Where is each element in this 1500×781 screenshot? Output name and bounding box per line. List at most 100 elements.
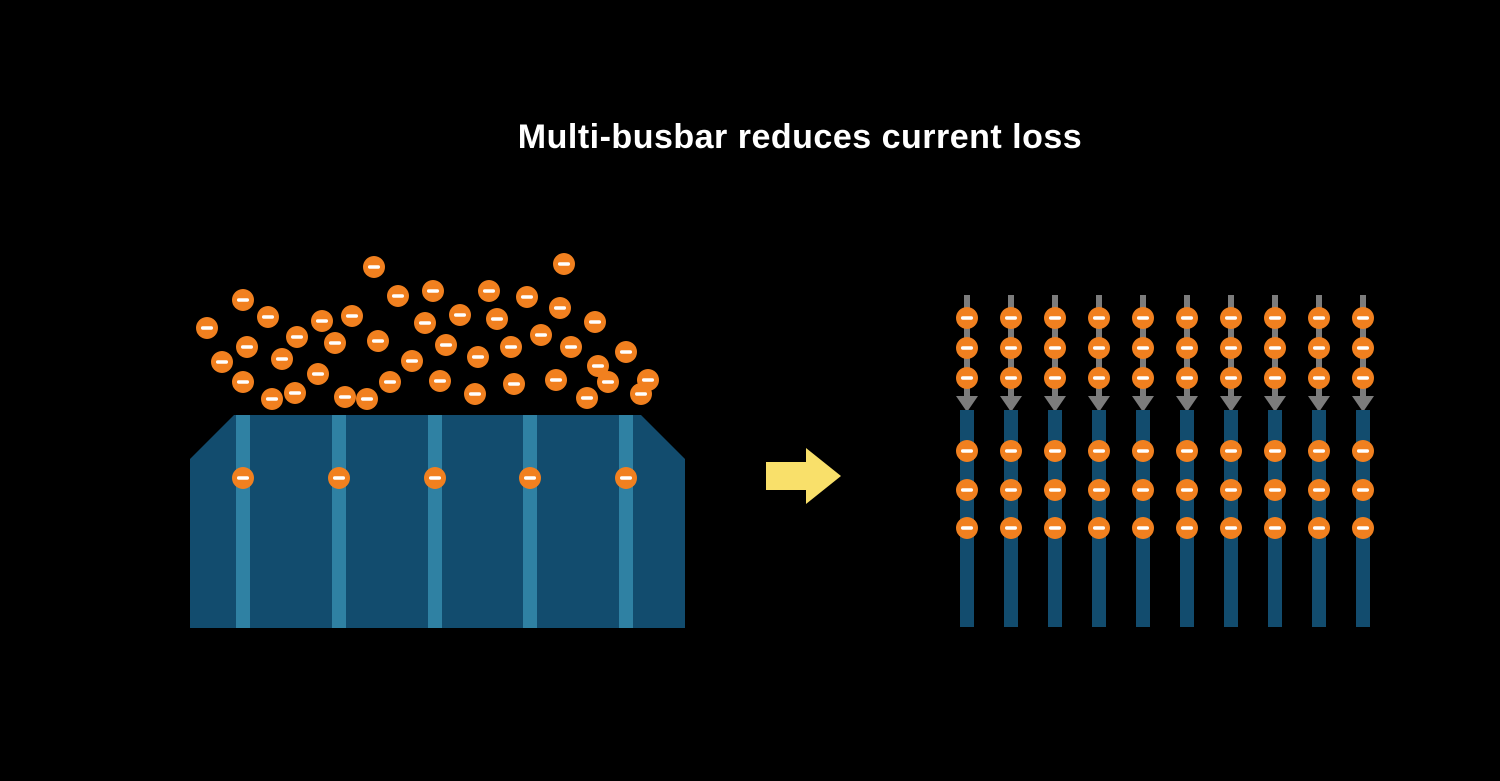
electron bbox=[584, 311, 606, 333]
minus-icon bbox=[1181, 488, 1193, 492]
electron bbox=[545, 369, 567, 391]
minus-icon bbox=[1005, 449, 1017, 453]
minus-icon bbox=[558, 262, 570, 266]
flow-arrow-head-icon bbox=[1176, 396, 1198, 412]
minus-icon bbox=[262, 315, 274, 319]
minus-icon bbox=[1313, 316, 1325, 320]
electron bbox=[449, 304, 471, 326]
electron bbox=[1176, 337, 1198, 359]
minus-icon bbox=[276, 357, 288, 361]
minus-icon bbox=[241, 345, 253, 349]
minus-icon bbox=[1313, 449, 1325, 453]
minus-icon bbox=[1049, 449, 1061, 453]
minus-icon bbox=[1137, 526, 1149, 530]
electron bbox=[1088, 307, 1110, 329]
minus-icon bbox=[635, 392, 647, 396]
minus-icon bbox=[472, 355, 484, 359]
electron bbox=[1176, 367, 1198, 389]
electron bbox=[311, 310, 333, 332]
minus-icon bbox=[1049, 488, 1061, 492]
minus-icon bbox=[429, 476, 441, 480]
minus-icon bbox=[392, 294, 404, 298]
minus-icon bbox=[1357, 449, 1369, 453]
electron bbox=[1176, 307, 1198, 329]
minus-icon bbox=[201, 326, 213, 330]
electron bbox=[503, 373, 525, 395]
electron bbox=[328, 467, 350, 489]
mbb-column bbox=[1220, 295, 1242, 627]
electron bbox=[1088, 517, 1110, 539]
electron bbox=[956, 337, 978, 359]
electron bbox=[1308, 440, 1330, 462]
electron bbox=[576, 387, 598, 409]
electron bbox=[1132, 517, 1154, 539]
minus-icon bbox=[592, 364, 604, 368]
electron bbox=[1088, 337, 1110, 359]
electron bbox=[1000, 307, 1022, 329]
electron bbox=[1352, 517, 1374, 539]
minus-icon bbox=[1225, 488, 1237, 492]
minus-icon bbox=[1049, 346, 1061, 350]
minus-icon bbox=[642, 378, 654, 382]
minus-icon bbox=[1093, 449, 1105, 453]
minus-icon bbox=[620, 350, 632, 354]
minus-icon bbox=[346, 314, 358, 318]
minus-icon bbox=[1313, 488, 1325, 492]
electron bbox=[516, 286, 538, 308]
minus-icon bbox=[1269, 488, 1281, 492]
flow-arrow-head-icon bbox=[1132, 396, 1154, 412]
minus-icon bbox=[1049, 316, 1061, 320]
minus-icon bbox=[1049, 526, 1061, 530]
minus-icon bbox=[505, 345, 517, 349]
minus-icon bbox=[291, 335, 303, 339]
electron bbox=[1176, 479, 1198, 501]
minus-icon bbox=[602, 380, 614, 384]
electron bbox=[261, 388, 283, 410]
minus-icon bbox=[1093, 488, 1105, 492]
electron bbox=[257, 306, 279, 328]
electron bbox=[597, 371, 619, 393]
busbar bbox=[236, 415, 250, 628]
electron bbox=[1264, 307, 1286, 329]
electron bbox=[1088, 479, 1110, 501]
electron bbox=[401, 350, 423, 372]
minus-icon bbox=[1357, 346, 1369, 350]
electron bbox=[486, 308, 508, 330]
minus-icon bbox=[368, 265, 380, 269]
electron bbox=[1220, 479, 1242, 501]
minus-icon bbox=[1181, 526, 1193, 530]
minus-icon bbox=[1137, 346, 1149, 350]
electron bbox=[1044, 479, 1066, 501]
minus-icon bbox=[961, 488, 973, 492]
busbar bbox=[332, 415, 346, 628]
minus-icon bbox=[237, 298, 249, 302]
electron bbox=[1176, 517, 1198, 539]
electron bbox=[1176, 440, 1198, 462]
minus-icon bbox=[1137, 449, 1149, 453]
flow-arrow-head-icon bbox=[1044, 396, 1066, 412]
electron bbox=[553, 253, 575, 275]
electron bbox=[1264, 440, 1286, 462]
minus-icon bbox=[1005, 346, 1017, 350]
minus-icon bbox=[1005, 376, 1017, 380]
minus-icon bbox=[620, 476, 632, 480]
minus-icon bbox=[554, 306, 566, 310]
electron bbox=[1132, 479, 1154, 501]
electron bbox=[1044, 307, 1066, 329]
minus-icon bbox=[312, 372, 324, 376]
minus-icon bbox=[491, 317, 503, 321]
minus-icon bbox=[1357, 376, 1369, 380]
minus-icon bbox=[581, 396, 593, 400]
minus-icon bbox=[961, 526, 973, 530]
electron bbox=[560, 336, 582, 358]
minus-icon bbox=[1005, 526, 1017, 530]
electron bbox=[196, 317, 218, 339]
electron bbox=[549, 297, 571, 319]
electron bbox=[587, 355, 609, 377]
minus-icon bbox=[1049, 376, 1061, 380]
electron bbox=[1308, 517, 1330, 539]
electron bbox=[1220, 367, 1242, 389]
electron bbox=[1352, 337, 1374, 359]
